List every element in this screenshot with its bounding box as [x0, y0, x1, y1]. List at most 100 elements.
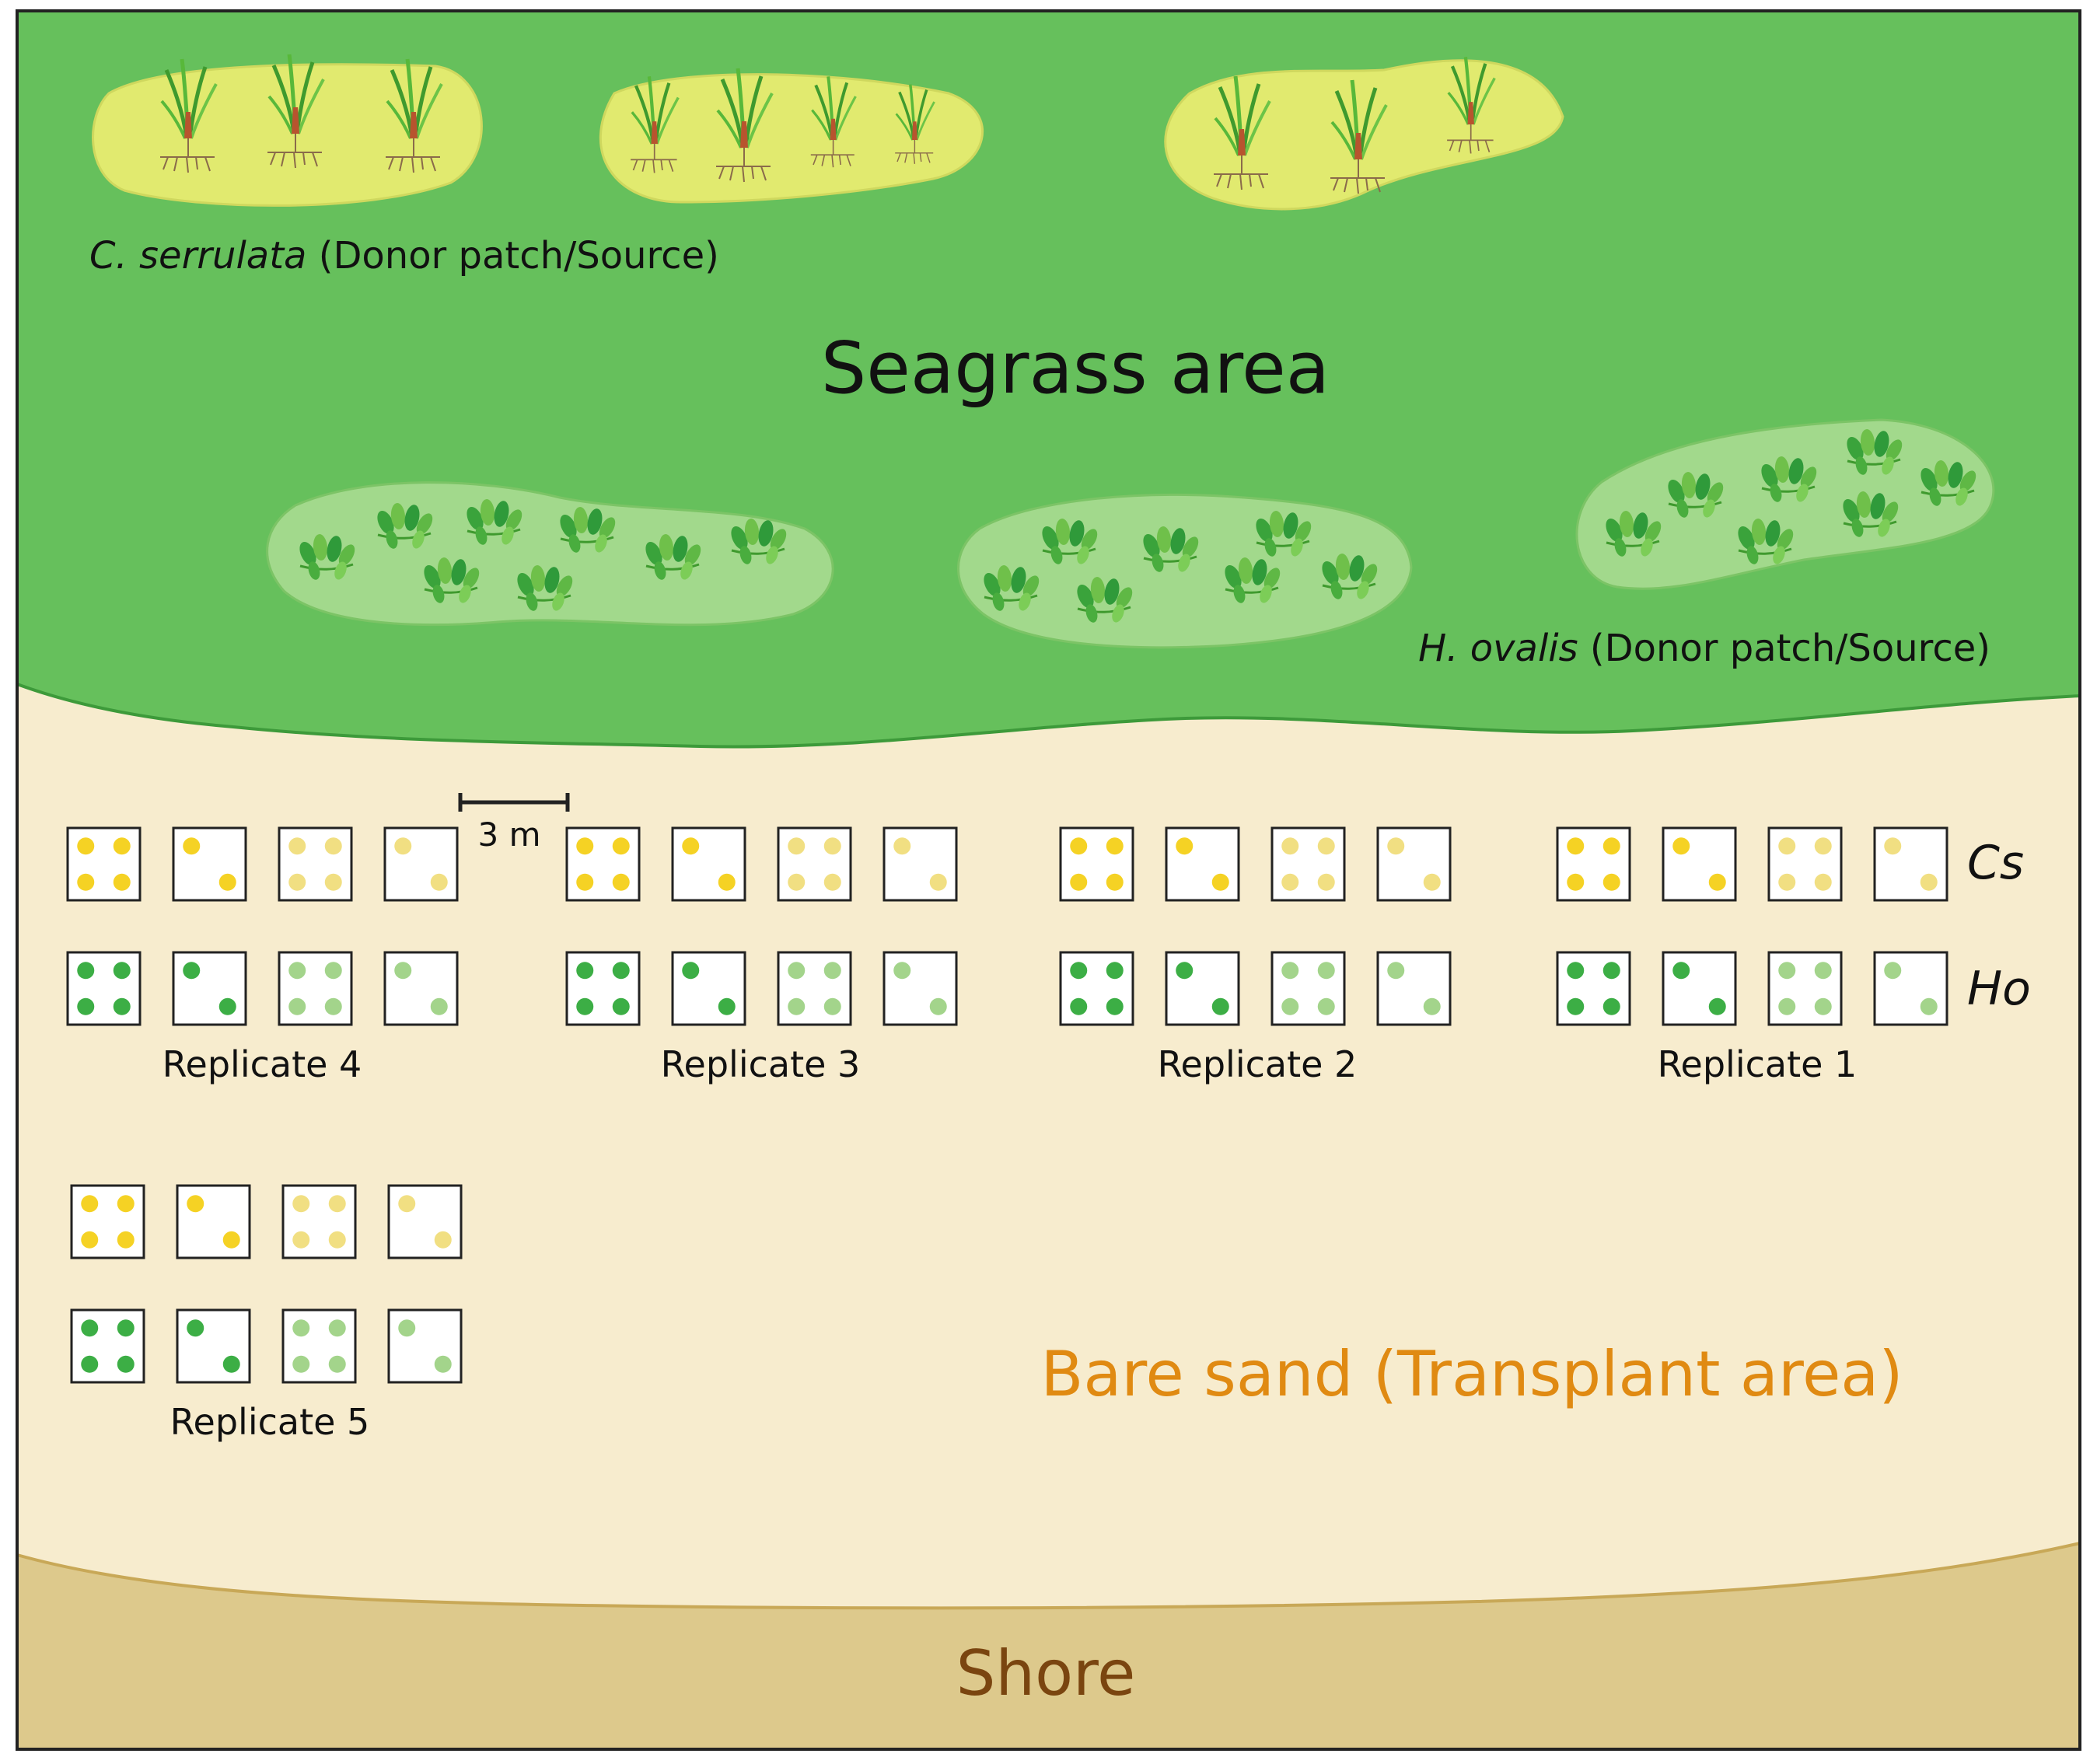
shore-zone [16, 1541, 2081, 1751]
ho-shoot-dot [398, 1319, 416, 1337]
cs-plot [1165, 826, 1240, 902]
cs-shoot-dot [117, 1231, 135, 1249]
cs-shoot-dot [324, 873, 342, 891]
cs-shoot-dot [1176, 837, 1194, 855]
cs-shoot-dot [682, 837, 700, 855]
cs-shoot-dot [1814, 837, 1832, 855]
ho-shoot-dot [1423, 997, 1441, 1015]
cs-shoot-dot [823, 873, 841, 891]
scale-bar: 3 m [458, 793, 570, 854]
ho-shoot-dot [576, 962, 594, 980]
cs-shoot-dot [398, 1195, 416, 1213]
ho-shoot-dot [222, 1355, 240, 1373]
replicate-label: Replicate 1 [1658, 1043, 1858, 1085]
ho-shoot-dot [77, 962, 95, 980]
cs-shoot-dot [288, 837, 306, 855]
cs-shoot-dot [328, 1231, 346, 1249]
ho-shoot-dot [1281, 962, 1299, 980]
row-label-cs: Cs [1967, 836, 2024, 890]
ho-plot [281, 1308, 357, 1384]
cs-shoot-dot [117, 1195, 135, 1213]
cs-shoot-dot [394, 837, 412, 855]
ho-shoot-dot [324, 997, 342, 1015]
cs-plot [278, 826, 353, 902]
cs-shoot-dot [1317, 837, 1335, 855]
cs-shoot-dot [222, 1231, 240, 1249]
cs-shoot-dot [113, 873, 131, 891]
cs-shoot-dot [1567, 873, 1585, 891]
ho-shoot-dot [1106, 997, 1124, 1015]
cs-shoot-dot [113, 837, 131, 855]
ho-shoot-dot [1567, 997, 1585, 1015]
cs-shoot-dot [1920, 873, 1938, 891]
diagram-frame [16, 9, 2081, 1751]
cs-donor-patches [92, 54, 1564, 211]
cs-shoot-dot [1211, 873, 1229, 891]
ho-shoot-dot [328, 1355, 346, 1373]
bare-sand-label: Bare sand (Transplant area) [1040, 1338, 1903, 1410]
ho-shoot-dot [328, 1319, 346, 1337]
ho-plot [1556, 951, 1631, 1026]
ho-shoot-dot [718, 997, 736, 1015]
cs-shoot-dot [430, 873, 448, 891]
cs-plot [281, 1184, 357, 1259]
ho-shoot-dot [292, 1355, 310, 1373]
cs-shoot-dot [1106, 837, 1124, 855]
cs-plot [671, 826, 746, 902]
cs-plot [1059, 826, 1134, 902]
cs-shoot-dot [324, 837, 342, 855]
ho-shoot-dot [81, 1355, 99, 1373]
ho-shoot-dot [183, 962, 201, 980]
replicate-label: Replicate 3 [661, 1043, 861, 1085]
cs-shoot-dot [1070, 837, 1088, 855]
cs-plot [1873, 826, 1948, 902]
cs-plot [1270, 826, 1346, 902]
ho-plot [387, 1308, 463, 1384]
ho-shoot-dot [77, 997, 95, 1015]
ho-shoot-dot [288, 962, 306, 980]
cs-shoot-dot [576, 837, 594, 855]
ho-plot [671, 951, 746, 1026]
ho-plot [1376, 951, 1452, 1026]
ho-shoot-dot [187, 1319, 204, 1337]
ho-shoot-dot [788, 962, 806, 980]
ho-shoot-dot [612, 997, 630, 1015]
ho-shoot-dot [576, 997, 594, 1015]
cs-shoot-dot [1884, 837, 1902, 855]
ho-shoot-dot [1778, 962, 1796, 980]
cs-shoot-dot [292, 1195, 310, 1213]
ho-shoot-dot [434, 1355, 452, 1373]
scale-label: 3 m [478, 816, 541, 854]
replicate-label: Replicate 5 [170, 1401, 370, 1443]
ho-shoot-dot [218, 997, 236, 1015]
ho-shoot-dot [1211, 997, 1229, 1015]
ho-shoot-dot [430, 997, 448, 1015]
cs-shoot-dot [187, 1195, 204, 1213]
cs-plot [387, 1184, 463, 1259]
cs-plot [66, 826, 142, 902]
cs-shoot-dot [1567, 837, 1585, 855]
ho-plot [1873, 951, 1948, 1026]
ho-plot [1165, 951, 1240, 1026]
ho-plot [66, 951, 142, 1026]
ho-shoot-dot [1317, 962, 1335, 980]
cs-shoot-dot [788, 837, 806, 855]
ho-shoot-dot [1176, 962, 1194, 980]
ho-plot [176, 1308, 251, 1384]
replicate-label: Replicate 2 [1158, 1043, 1358, 1085]
cs-plot [1767, 826, 1843, 902]
cs-source-label: C. serrulata (Donor patch/Source) [89, 234, 719, 278]
ho-plot [278, 951, 353, 1026]
cs-shoot-dot [1070, 873, 1088, 891]
cs-shoot-dot [576, 873, 594, 891]
ho-shoot-dot [292, 1319, 310, 1337]
ho-shoot-dot [1672, 962, 1690, 980]
cs-plot [882, 826, 958, 902]
cs-plot [1662, 826, 1737, 902]
ho-shoot-dot [612, 962, 630, 980]
ho-source-label: H. ovalis (Donor patch/Source) [1418, 627, 1990, 670]
cs-plot [565, 826, 641, 902]
cs-shoot-dot [183, 837, 201, 855]
ho-plot [777, 951, 852, 1026]
ho-plot [70, 1308, 145, 1384]
